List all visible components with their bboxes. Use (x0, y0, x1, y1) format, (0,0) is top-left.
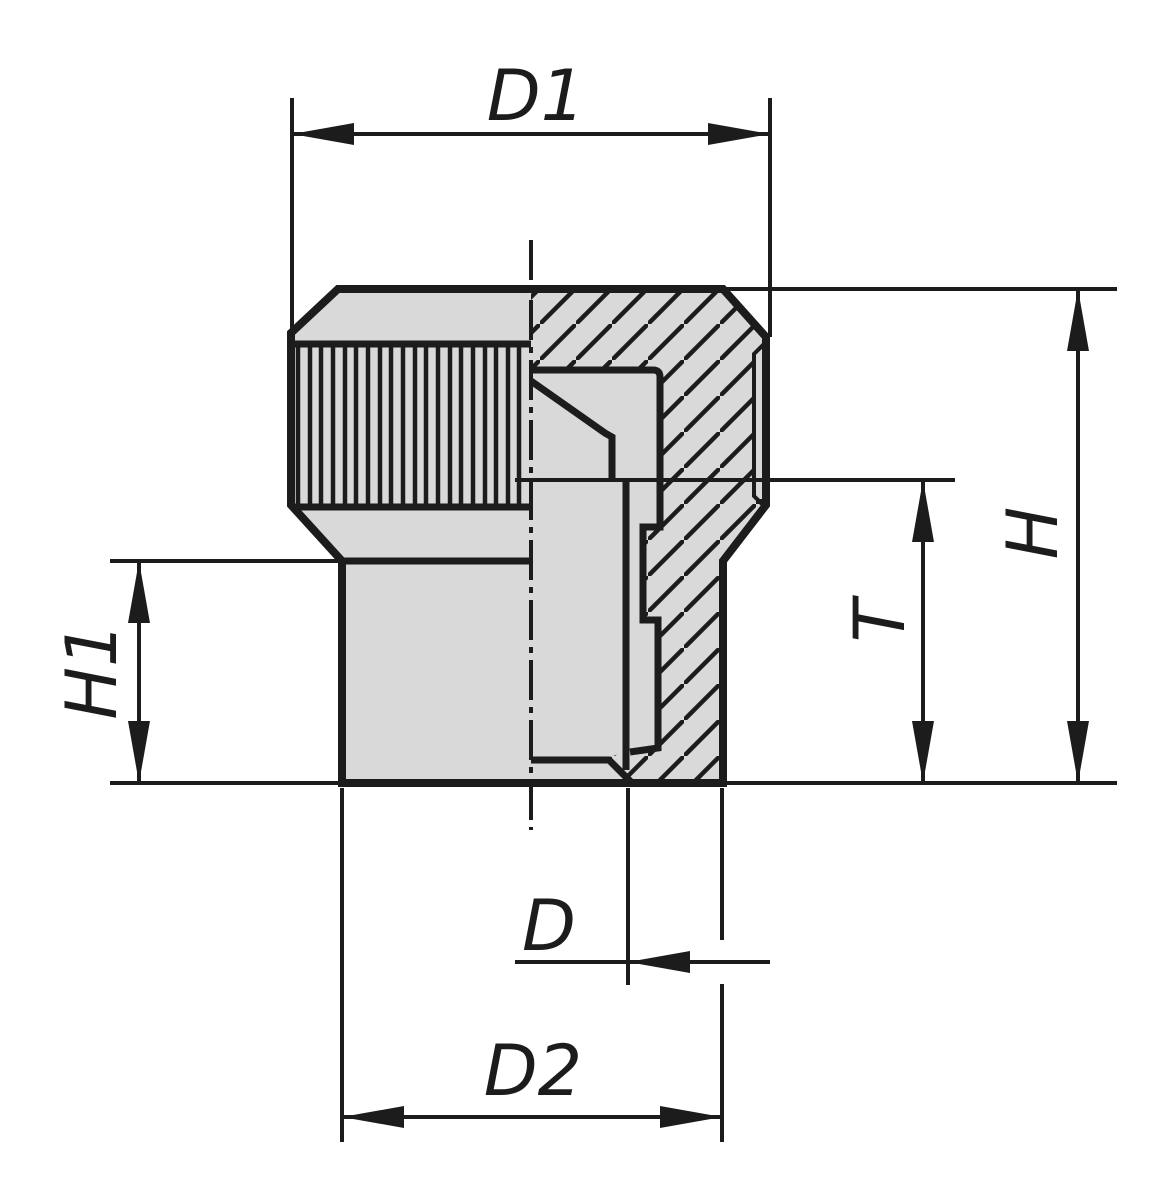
h1-arrowheads (128, 561, 150, 783)
dimension-label-d1: D1 (487, 55, 585, 137)
t-arrowheads (912, 480, 934, 783)
recess-wall (531, 366, 664, 756)
part-silhouette (291, 289, 766, 783)
section-hatch (531, 289, 770, 783)
dimension-label-d: D (522, 885, 576, 967)
dimension-label-d2: D2 (484, 1030, 582, 1112)
dimension-label-t: T (839, 594, 921, 642)
dimension-label-h1: H1 (51, 622, 133, 719)
knurl-root-line (752, 340, 768, 510)
d-arrowhead (628, 951, 690, 973)
dimension-label-h: H (992, 507, 1074, 560)
knurl-band-edges (291, 340, 531, 565)
bore-cone (528, 378, 616, 480)
knurl-lines (295, 344, 522, 507)
extension-lines-h1 (110, 559, 342, 785)
extension-lines-d1 (290, 98, 772, 337)
bore-bottom (531, 756, 635, 786)
extension-lines-h (723, 287, 1117, 785)
